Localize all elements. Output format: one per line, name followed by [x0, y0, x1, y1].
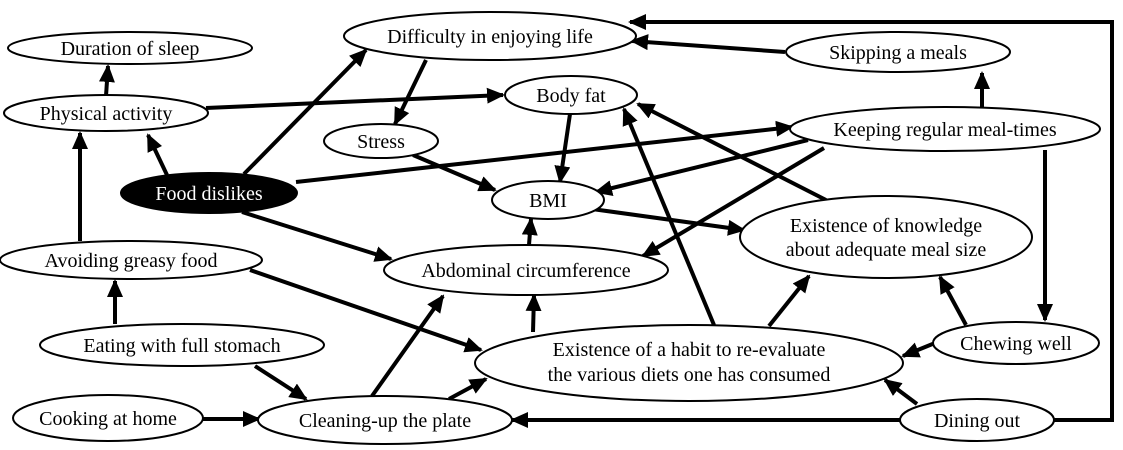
edge-bodyfat-to-bmi — [554, 113, 572, 184]
node-food-dislikes: Food dislikes — [120, 172, 298, 214]
node-label: Stress — [357, 131, 405, 153]
node-label: BMI — [529, 190, 567, 212]
node-abdominal-circumference: Abdominal circumference — [383, 244, 669, 296]
node-ellipse — [932, 321, 1100, 365]
node-label-line-1: Existence of a habit to re-evaluate — [553, 339, 826, 361]
edge-dislikes-to-regular — [295, 120, 794, 184]
node-bmi: BMI — [491, 180, 605, 220]
node-eating-with-full-stomach: Eating with full stomach — [39, 323, 325, 367]
node-duration-of-sleep: Duration of sleep — [7, 31, 253, 65]
node-ellipse — [3, 94, 209, 132]
node-label-line-2: about adequate meal size — [786, 239, 987, 261]
edge-skipping-to-difficulty — [630, 34, 786, 54]
edge-habit-to-bodyfat — [622, 107, 716, 326]
edge-dislikes-to-difficulty — [242, 48, 368, 176]
node-label: Food dislikes — [155, 183, 262, 205]
node-chewing-well: Chewing well — [932, 321, 1100, 365]
edge-greasy-to-habit — [249, 268, 483, 353]
node-ellipse — [739, 195, 1033, 279]
node-ellipse — [789, 106, 1101, 152]
node-ellipse — [120, 172, 298, 214]
node-body-fat: Body fat — [504, 75, 638, 115]
edge-fullstomach-to-plate — [253, 364, 308, 401]
edge-chewing-to-habit — [901, 341, 936, 358]
edge-chewing-to-knowledge — [938, 275, 968, 326]
edge-physical-to-sleep — [98, 64, 115, 97]
node-label: Body fat — [536, 85, 606, 107]
node-ellipse — [474, 324, 904, 402]
node-label: Eating with full stomach — [83, 335, 280, 357]
node-difficulty-in-enjoying-life: Difficulty in enjoying life — [343, 11, 637, 61]
edge-abdominal-to-bmi — [521, 217, 538, 246]
node-label-line-1: Existence of knowledge — [790, 215, 982, 237]
node-label: Avoiding greasy food — [45, 250, 218, 272]
node-label-line-2: the various diets one has consumed — [548, 364, 831, 386]
node-ellipse — [343, 11, 637, 61]
edge-dining-to-habit — [883, 378, 919, 406]
node-ellipse — [257, 395, 513, 445]
edge-dislikes-to-physical — [146, 133, 169, 176]
node-ellipse — [0, 240, 263, 280]
node-existence-of-knowledge: Existence of knowledge about adequate me… — [739, 195, 1033, 279]
edge-habit-to-abdominal — [525, 293, 542, 333]
edge-dining-to-difficulty — [628, 14, 1114, 422]
node-existence-of-habit-to-re-evaluate: Existence of a habit to re-evaluate the … — [474, 324, 904, 402]
edge-plate-to-abdominal — [370, 294, 445, 398]
node-label: Abdominal circumference — [421, 260, 630, 282]
node-ellipse — [504, 75, 638, 115]
node-label: Cleaning-up the plate — [299, 410, 471, 432]
edge-knowledge-to-bodyfat — [636, 102, 827, 202]
edge-stress-to-bmi — [412, 153, 497, 192]
node-physical-activity: Physical activity — [3, 94, 209, 132]
node-stress: Stress — [323, 123, 439, 159]
node-ellipse — [899, 398, 1055, 442]
node-ellipse — [7, 31, 253, 65]
edge-habit-to-knowledge — [767, 274, 811, 328]
node-label: Keeping regular meal-times — [833, 119, 1056, 141]
edge-dislikes-to-abdominal — [241, 210, 393, 262]
nodes-layer: Difficulty in enjoying life Duration of … — [0, 11, 1101, 445]
node-label: Cooking at home — [39, 408, 177, 430]
node-ellipse — [785, 31, 1011, 73]
edge-plate-to-habit — [448, 377, 488, 401]
node-avoiding-greasy-food: Avoiding greasy food — [0, 240, 263, 280]
node-ellipse — [491, 180, 605, 220]
node-label: Skipping a meals — [829, 42, 967, 64]
node-dining-out: Dining out — [899, 398, 1055, 442]
node-cleaning-up-the-plate: Cleaning-up the plate — [257, 395, 513, 445]
node-ellipse — [39, 323, 325, 367]
node-ellipse — [323, 123, 439, 159]
node-ellipse — [12, 394, 204, 442]
node-label: Physical activity — [40, 103, 173, 125]
node-cooking-at-home: Cooking at home — [12, 394, 204, 442]
node-label: Duration of sleep — [61, 38, 200, 60]
edge-regular-to-abdominal — [641, 146, 826, 258]
edge-regular-to-bmi — [594, 138, 809, 196]
edges-layer — [72, 14, 1114, 428]
edge-physical-to-bodyfat — [205, 87, 505, 110]
node-keeping-regular-meal-times: Keeping regular meal-times — [789, 106, 1101, 152]
node-label: Chewing well — [960, 333, 1072, 355]
node-label: Difficulty in enjoying life — [387, 26, 593, 48]
node-label: Dining out — [934, 410, 1021, 432]
edge-difficulty-to-stress — [393, 59, 428, 126]
node-ellipse — [383, 244, 669, 296]
node-skipping-a-meals: Skipping a meals — [785, 31, 1011, 73]
